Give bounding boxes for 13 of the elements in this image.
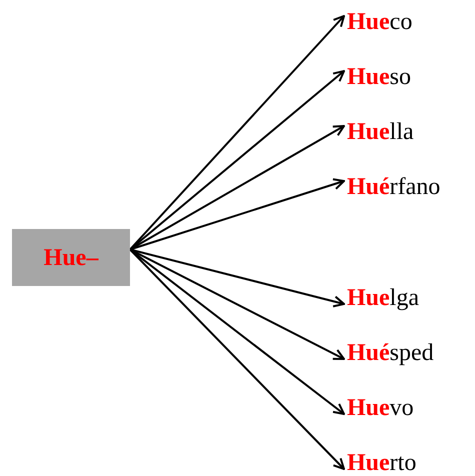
arrow (130, 248, 345, 308)
word-label: Hueso (347, 63, 412, 91)
word-label: Huelga (347, 284, 419, 312)
word-label: Huerto (347, 449, 416, 476)
word-label: Huésped (347, 339, 434, 367)
arrow (130, 178, 345, 250)
arrow (129, 248, 345, 470)
label-box: Hue– (12, 229, 130, 286)
arrow (129, 15, 345, 250)
word-label: Huevo (347, 394, 414, 422)
word-label: Huérfano (347, 173, 440, 201)
word-label: Huella (347, 118, 414, 146)
word-label: Hueco (347, 8, 412, 36)
